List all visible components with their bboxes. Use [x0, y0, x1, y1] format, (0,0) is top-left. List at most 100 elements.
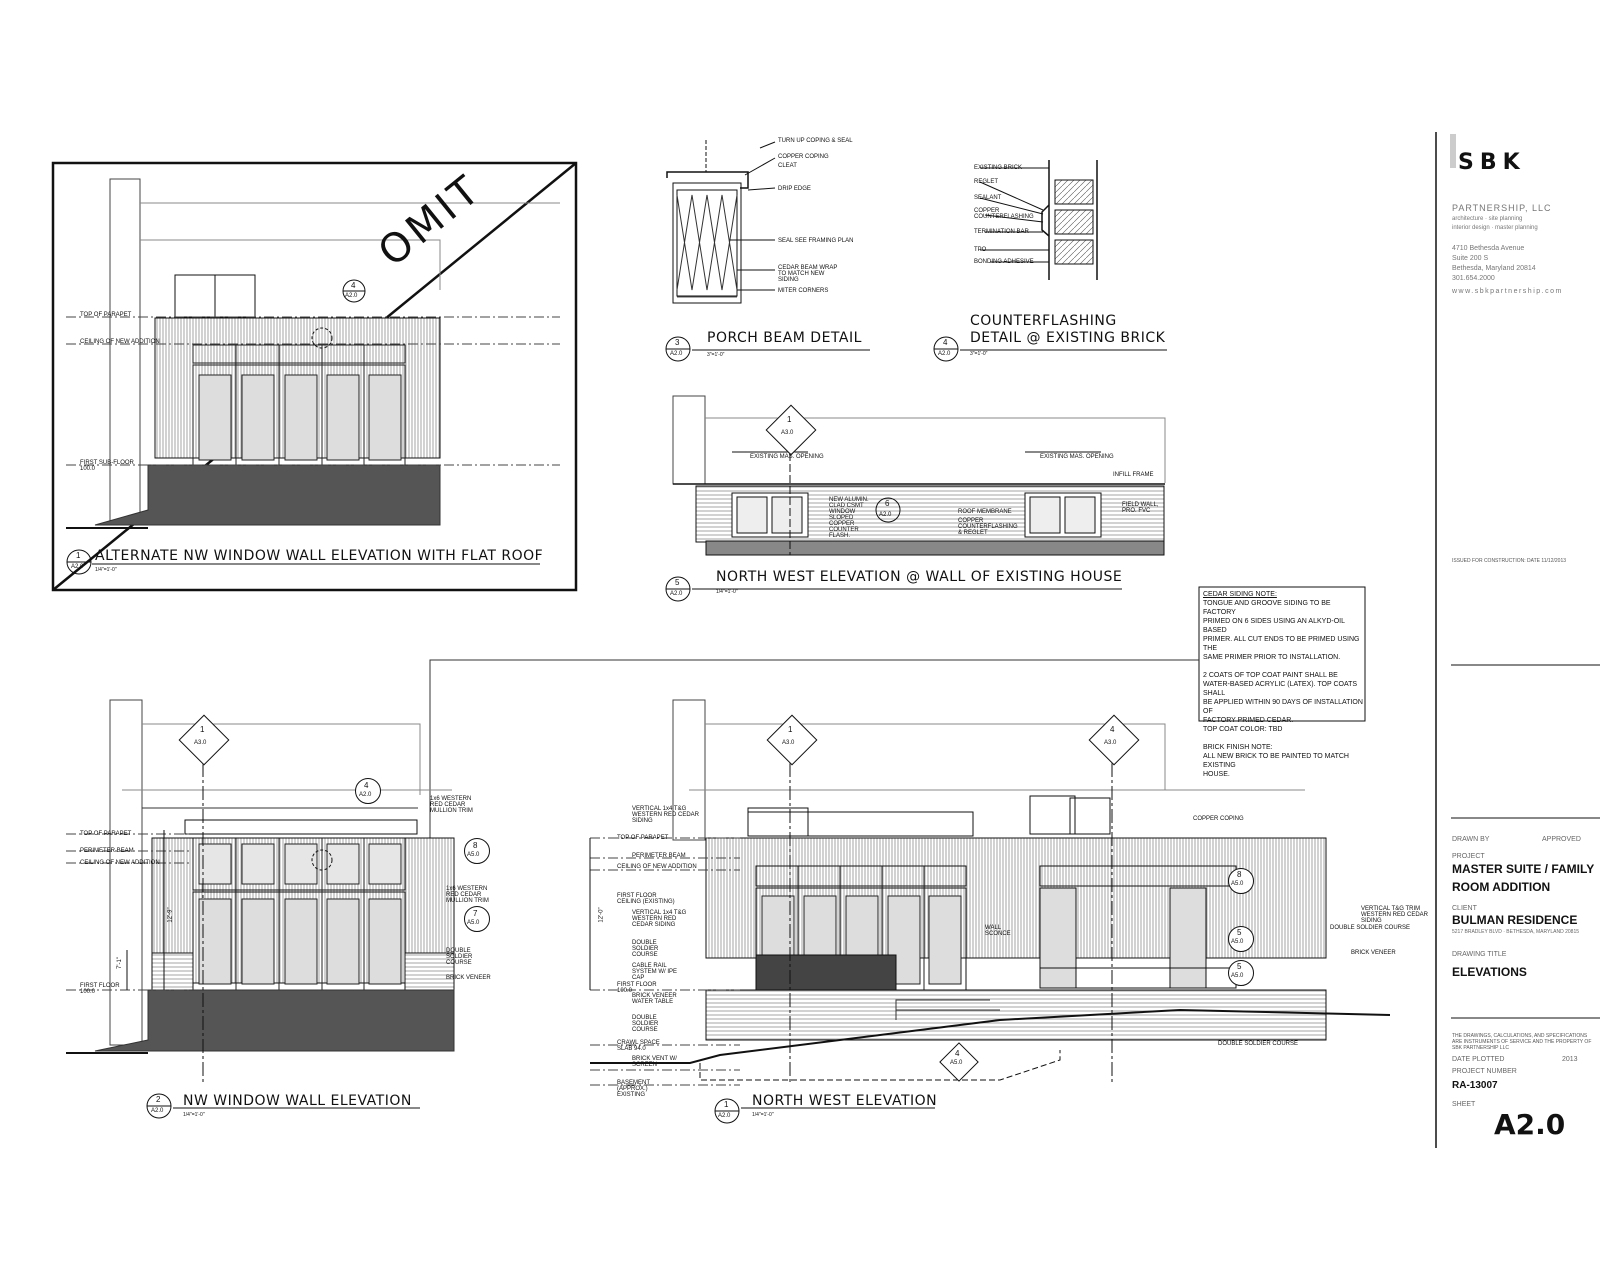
counter-scale: 3"=1'-0" [970, 351, 988, 357]
cedar-line-1-1: PRIMED ON 6 SIDES USING AN ALKYD-OIL BAS… [1203, 618, 1345, 634]
alt-label-ceiling: CEILING OF NEW ADDITION [80, 339, 160, 345]
nw-elev-left-8: FIRST FLOOR 100.0 [617, 982, 657, 994]
nw-existing-note-7: FIELD WALL, PRO. FVC [1122, 502, 1159, 514]
cedar-line-2-4: TOP COAT COLOR: TBD [1203, 726, 1283, 733]
cedar-line-2-2: BE APPLIED WITHIN 90 DAYS OF INSTALLATIO… [1203, 699, 1363, 715]
project-number: RA-13007 [1452, 1080, 1498, 1091]
nw-window-wall-drawing [66, 699, 455, 1119]
project-line-1: MASTER SUITE / FAMILY [1452, 862, 1595, 876]
counter-bubble-ref: A2.0 [938, 351, 951, 357]
nw-existing-note-6: INFILL FRAME [1113, 472, 1154, 478]
counter-note-4: TERMINATION BAR [974, 229, 1029, 235]
nw-existing-detail-num: 6 [885, 499, 890, 508]
alt-callout-ref: A2.0 [345, 293, 358, 299]
address-2: Bethesda, Maryland 20814 [1452, 265, 1536, 272]
nw-window-detail8-num: 8 [473, 841, 478, 850]
sbk-logo: SBK [1458, 150, 1526, 175]
alt-bubble-ref: A2.0 [71, 564, 84, 570]
nw-existing-note-4: ROOF MEMBRANE [958, 509, 1012, 515]
nw-window-detail7-num: 7 [473, 909, 478, 918]
nw-window-detail7-ref: A5.0 [467, 920, 480, 926]
nw-elev-left-4: FIRST FLOOR CEILING (EXISTING) [617, 893, 675, 905]
cedar-line-2-0: 2 COATS OF TOP COAT PAINT SHALL BE [1203, 672, 1338, 679]
date-label: DATE PLOTTED [1452, 1056, 1505, 1063]
cedar-line-1-0: TONGUE AND GROOVE SIDING TO BE FACTORY [1203, 600, 1331, 616]
nw-elev-right-5: WALL SCONCE [985, 925, 1011, 937]
alternate-elevation-drawing [51, 161, 578, 592]
nw-elev-callout-c-num: 4 [955, 1049, 960, 1058]
nw-existing-note-5: COPPER COUNTERFLASHING & REGLET [958, 518, 1018, 536]
nw-window-title: NW WINDOW WALL ELEVATION [183, 1093, 412, 1109]
nw-elev-callout-c-ref: A5.0 [950, 1060, 963, 1066]
nw-elev-d5b-circle [1228, 960, 1254, 986]
project-label: PROJECT [1452, 853, 1485, 860]
porch-bubble-num: 3 [675, 338, 680, 347]
nw-window-detail4-ref: A2.0 [359, 792, 372, 798]
firm-name: PARTNERSHIP, LLC [1452, 203, 1552, 213]
cedar-note: CEDAR SIDING NOTE: TONGUE AND GROOVE SID… [1203, 590, 1363, 779]
cedar-heading-1: CEDAR SIDING NOTE: [1203, 591, 1277, 598]
nw-elev-left-5: VERTICAL 1x4 T&G WESTERN RED CEDAR SIDIN… [632, 910, 687, 928]
nw-elev-d5b-ref: A5.0 [1231, 973, 1244, 979]
porch-note-0: TURN UP COPING & SEAL [778, 138, 853, 144]
nw-window-detail8-ref: A5.0 [467, 852, 480, 858]
client-label: CLIENT [1452, 905, 1477, 912]
nw-elev-d8-ref: A5.0 [1231, 881, 1244, 887]
project-line-2: ROOM ADDITION [1452, 880, 1551, 894]
alt-callout-num: 4 [351, 281, 356, 290]
counter-note-5: TPO [974, 247, 987, 253]
project-number-label: PROJECT NUMBER [1452, 1068, 1517, 1075]
porch-beam-detail-drawing [665, 140, 870, 362]
client-name: BULMAN RESIDENCE [1452, 913, 1578, 927]
nw-existing-note-2: NEW ALUMIN. CLAD CSMT WINDOW [829, 497, 869, 515]
alt-label-parapet: TOP OF PARAPET [80, 312, 132, 318]
alternate-scale: 1/4"=1'-0" [95, 567, 117, 573]
nw-elev-left-9: BRICK VENEER WATER TABLE [632, 993, 677, 1005]
nw-window-callout-ref: A3.0 [194, 740, 207, 746]
approved-label: APPROVED [1542, 836, 1581, 843]
drawing-title-label: DRAWING TITLE [1452, 951, 1507, 958]
nw-elev-left-7: CABLE RAIL SYSTEM W/ IPE CAP [632, 963, 678, 981]
counter-note-6: BONDING ADHESIVE [974, 259, 1034, 265]
address-0: 4710 Bethesda Avenue [1452, 245, 1525, 252]
porch-note-3: DRIP EDGE [778, 186, 811, 192]
counter-title-1: COUNTERFLASHING [970, 313, 1117, 329]
nw-existing-note-0: EXISTING MAS. OPENING [750, 454, 824, 460]
counter-title-2: DETAIL @ EXISTING BRICK [970, 330, 1166, 346]
address-3: 301.654.2000 [1452, 275, 1495, 282]
nw-elev-left-13: BASEMENT (APPROX.) EXISTING [617, 1080, 650, 1098]
sheet-label: SHEET [1452, 1101, 1476, 1108]
nw-elev-left-12: BRICK VENT W/ SCREEN [632, 1056, 677, 1068]
nw-elev-right-4: DOUBLE SOLDIER COURSE [1218, 1041, 1299, 1047]
nw-window-label-0: TOP OF PARAPET [80, 831, 132, 837]
cedar-heading-2: BRICK FINISH NOTE: [1203, 744, 1273, 751]
counter-note-1: REGLET [974, 179, 999, 185]
nw-existing-callout-num: 1 [787, 415, 792, 424]
counter-note-2: SEALANT [974, 195, 1002, 201]
nw-window-dim-1: 12'-9" [167, 907, 174, 923]
nw-elev-callout-a-ref: A3.0 [782, 740, 795, 746]
nw-elev-d5b-num: 5 [1237, 962, 1242, 971]
nw-existing-note-1: EXISTING MAS. OPENING [1040, 454, 1114, 460]
nw-window-bubble-num: 2 [156, 1095, 161, 1104]
nw-elev-callout-b-num: 4 [1110, 725, 1115, 734]
nw-window-note-3: BRICK VENEER [446, 975, 491, 981]
cedar-line-3-0: ALL NEW BRICK TO BE PAINTED TO MATCH EXI… [1203, 753, 1349, 769]
nw-elev-left-3: CEILING OF NEW ADDITION [617, 864, 697, 870]
drawing-title: ELEVATIONS [1452, 965, 1527, 979]
nw-elev-left-2: PERIMETER BEAM [632, 853, 686, 859]
nw-window-dim-0: 7'-1" [116, 957, 123, 969]
nw-elev-left-11: CRAWL SPACE SLAB 94.0 [617, 1040, 660, 1052]
cedar-line-3-1: HOUSE. [1203, 771, 1230, 778]
client-sub: 5217 BRADLEY BLVD · BETHESDA, MARYLAND 2… [1452, 929, 1580, 935]
nw-window-detail4-num: 4 [364, 781, 369, 790]
porch-note-6: MITER CORNERS [778, 288, 829, 294]
nw-elev-dim-0: 12'-0" [598, 907, 605, 923]
porch-title: PORCH BEAM DETAIL [707, 330, 862, 346]
issue-note: ISSUED FOR CONSTRUCTION: DATE 11/12/2013 [1452, 558, 1567, 564]
cedar-line-1-2: PRIMER. ALL CUT ENDS TO BE PRIMED USING … [1203, 636, 1360, 652]
cedar-note-box [1198, 586, 1366, 722]
cedar-line-1-3: SAME PRIMER PRIOR TO INSTALLATION. [1203, 654, 1341, 661]
nw-window-note-1: 1x6 WESTERN RED CEDAR MULLION TRIM [446, 886, 489, 904]
